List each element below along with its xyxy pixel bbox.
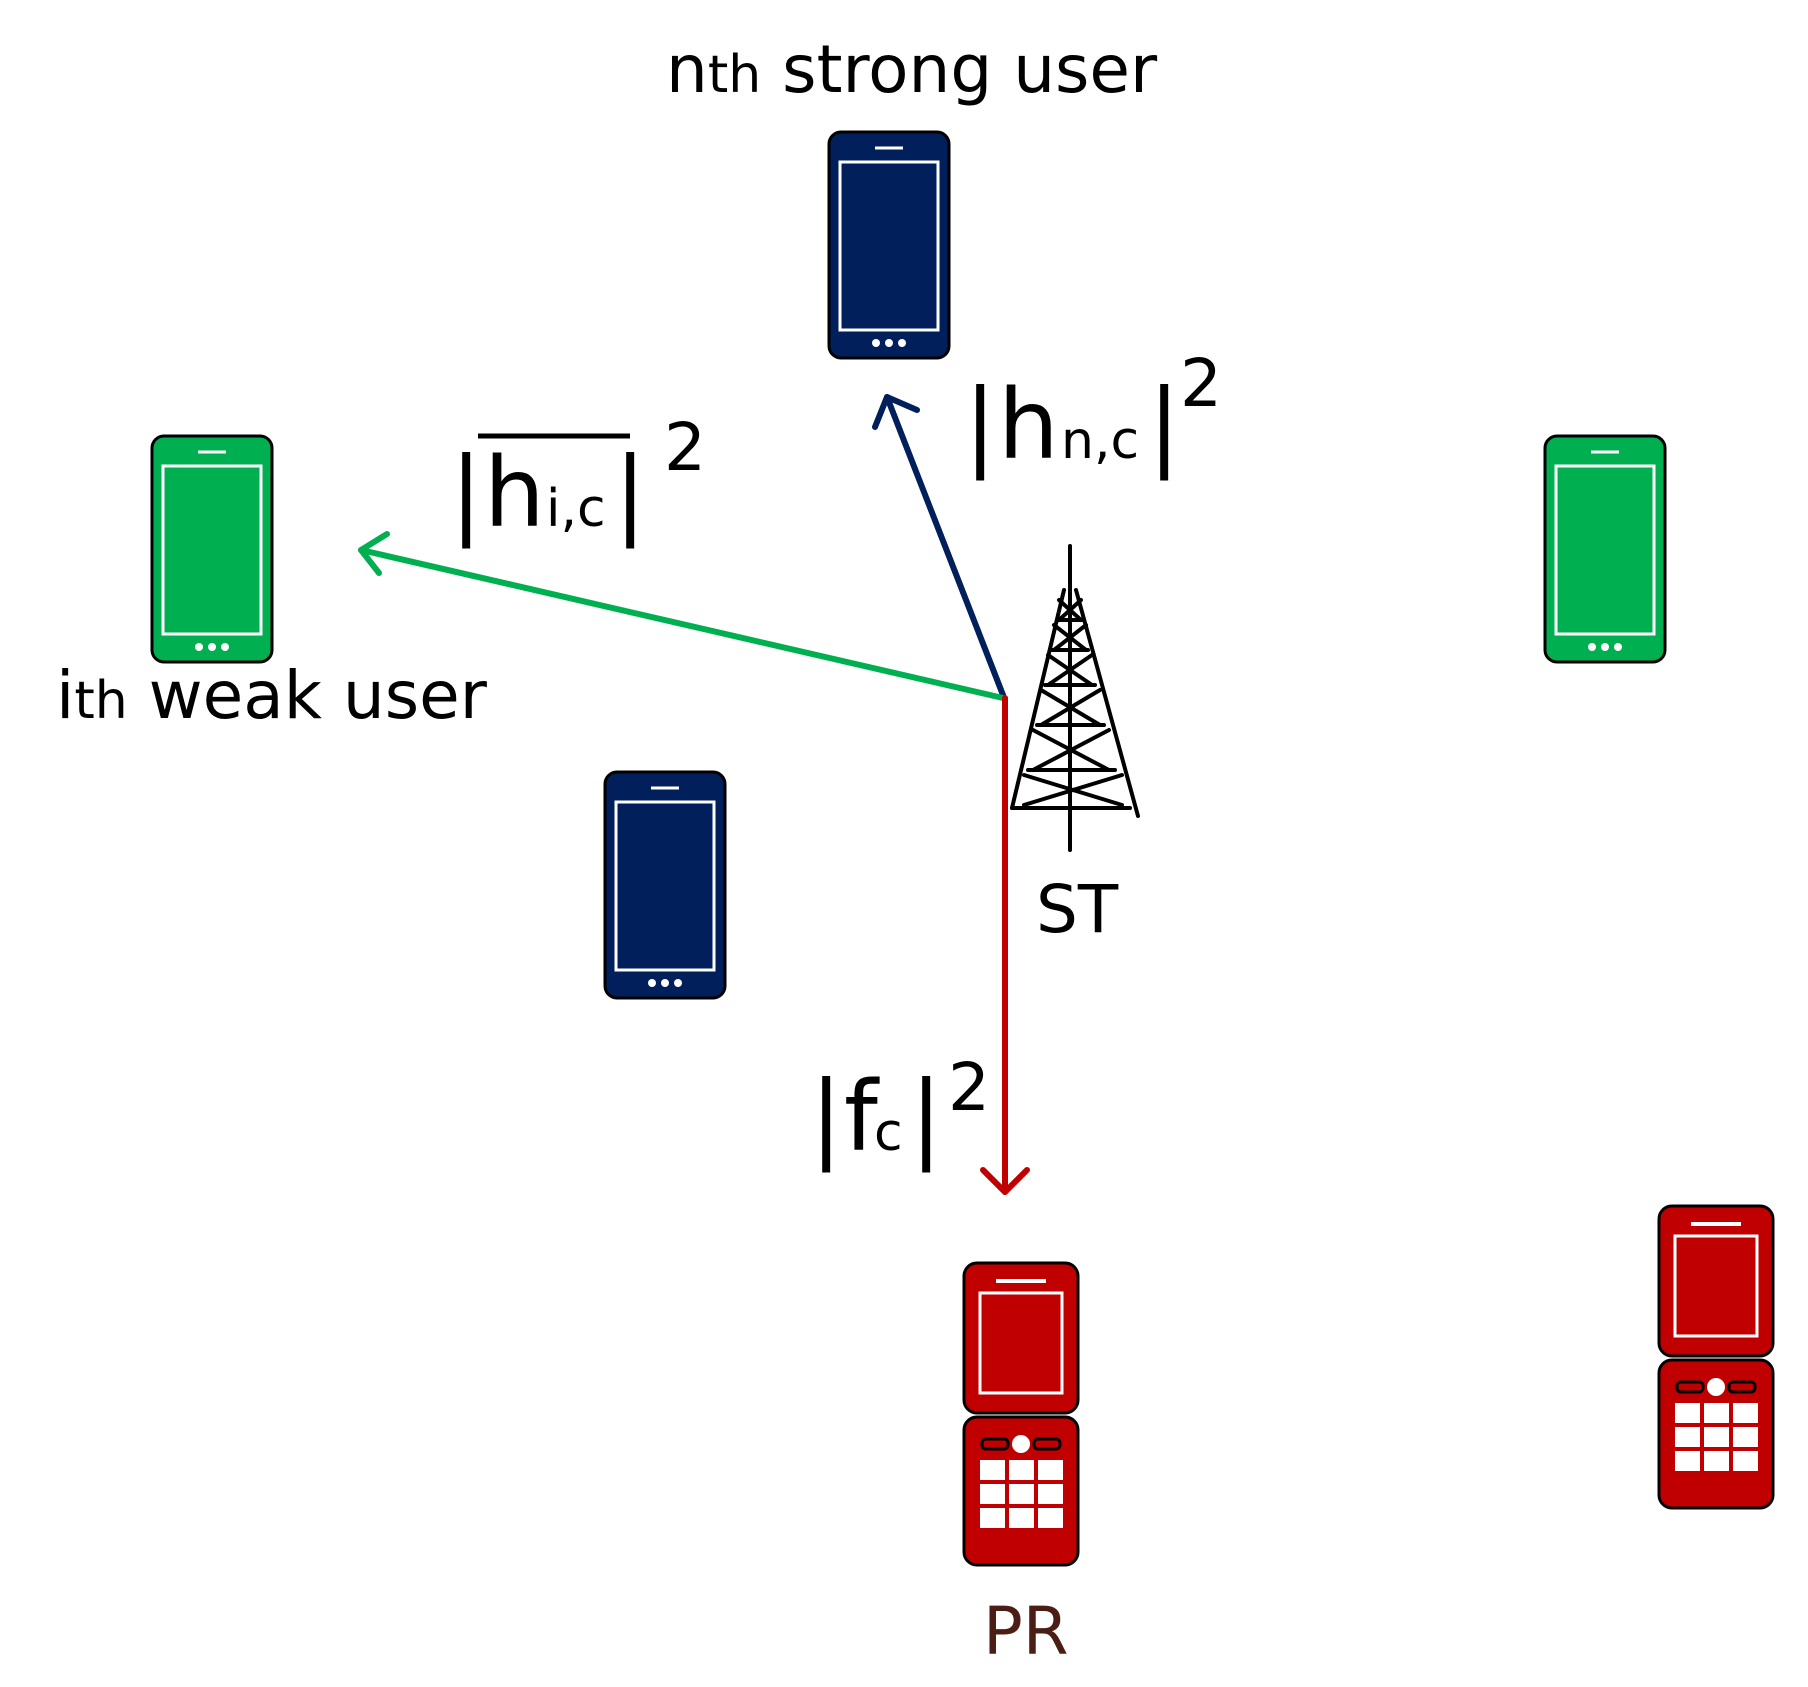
strong-gain-bar-left: | <box>964 369 996 482</box>
station-label: ST <box>1036 871 1119 948</box>
primary-gain-exp: 2 <box>948 1049 990 1126</box>
strong-user-label-base: n <box>666 31 708 108</box>
strong-channel-arrow <box>872 394 1006 698</box>
primary-gain-bar-right: | <box>910 1061 942 1174</box>
primary-gain-bar-left: | <box>810 1061 842 1174</box>
weak-gain-exp: 2 <box>664 409 706 486</box>
weak-gain-base: h <box>484 437 545 549</box>
weak-user-phone-icon-2 <box>1543 434 1667 664</box>
primary-gain-base: f <box>844 1061 880 1173</box>
strong-gain-exp: 2 <box>1180 345 1222 422</box>
strong-user-label-sub: th <box>708 45 761 105</box>
strong-gain-sub: n,c <box>1061 411 1139 471</box>
primary-channel-gain-label: | f c | 2 <box>810 1049 990 1174</box>
primary-receiver-phone-icon-2 <box>1657 1204 1775 1510</box>
weak-user-phone-icon <box>150 434 274 664</box>
weak-user-label-base: i <box>56 657 74 734</box>
weak-gain-bar-left: | <box>450 437 482 550</box>
weak-gain-bar-right: | <box>614 437 646 550</box>
weak-user-label-rest: weak user <box>128 657 488 734</box>
strong-user-phone-icon-2 <box>603 770 727 1000</box>
strong-gain-base: h <box>998 369 1059 481</box>
primary-receiver-phone-icon <box>962 1261 1080 1567</box>
weak-gain-sub: i,c <box>546 479 606 539</box>
weak-user-label: ith weak user <box>56 657 488 734</box>
primary-receiver-label: PR <box>983 1593 1069 1670</box>
strong-user-label-rest: strong user <box>761 31 1158 108</box>
weak-user-label-sub: th <box>74 671 127 731</box>
strong-user-phone-icon <box>827 130 951 360</box>
primary-channel-arrow <box>980 695 1030 1195</box>
strong-gain-bar-right: | <box>1148 369 1180 482</box>
strong-channel-gain-label: | h n,c | 2 <box>964 345 1222 482</box>
weak-channel-arrow <box>358 531 1006 701</box>
transmission-tower-icon <box>1010 544 1140 852</box>
strong-user-label: nth strong user <box>666 31 1158 108</box>
weak-channel-gain-label: | h i,c | 2 <box>450 409 706 550</box>
primary-gain-sub: c <box>874 1103 903 1163</box>
